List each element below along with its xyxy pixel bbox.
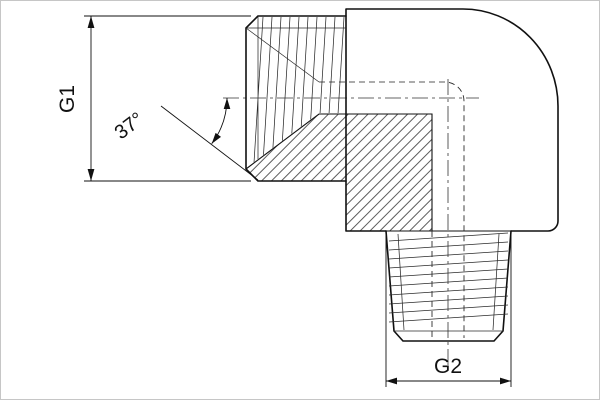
section-hatch-area <box>246 114 432 231</box>
g2-arrow-left <box>386 377 397 385</box>
section-internal-lines <box>245 113 511 232</box>
jic-thread-outline <box>245 15 347 182</box>
npt-thread-outline <box>385 230 512 342</box>
g1-arrow-top <box>87 16 95 28</box>
thread-detail-lines <box>245 16 509 332</box>
centerlines <box>223 79 479 365</box>
g2-arrow-right <box>500 377 511 385</box>
flare-cone-upper-line <box>245 27 320 83</box>
hidden-bore-lines <box>319 81 465 338</box>
npt-thread-minor-lines <box>397 233 500 331</box>
flare-angle-arrow-bottom <box>211 132 221 144</box>
flare-angle-reference-line <box>160 105 259 181</box>
flare-angle-dimension: 37° <box>111 97 259 181</box>
g1-dimension: G1 <box>56 15 251 182</box>
g1-dimension-label: G1 <box>56 85 79 113</box>
flare-cone-section-line <box>245 113 433 231</box>
npt-thread-crest-lines <box>388 232 509 323</box>
jic-thread-crest-lines <box>252 16 345 168</box>
g2-dimension: G2 <box>385 235 512 387</box>
flare-angle-label: 37° <box>111 108 148 144</box>
g1-extension-lines <box>84 15 251 182</box>
body-outline <box>345 8 559 232</box>
g2-dimension-label: G2 <box>434 355 462 378</box>
flare-angle-arrow-top <box>223 98 231 109</box>
bore-hidden-top-right <box>319 81 465 338</box>
g1-arrow-bottom <box>87 169 95 181</box>
g2-extension-lines <box>385 235 512 387</box>
section-hatching <box>246 114 432 231</box>
